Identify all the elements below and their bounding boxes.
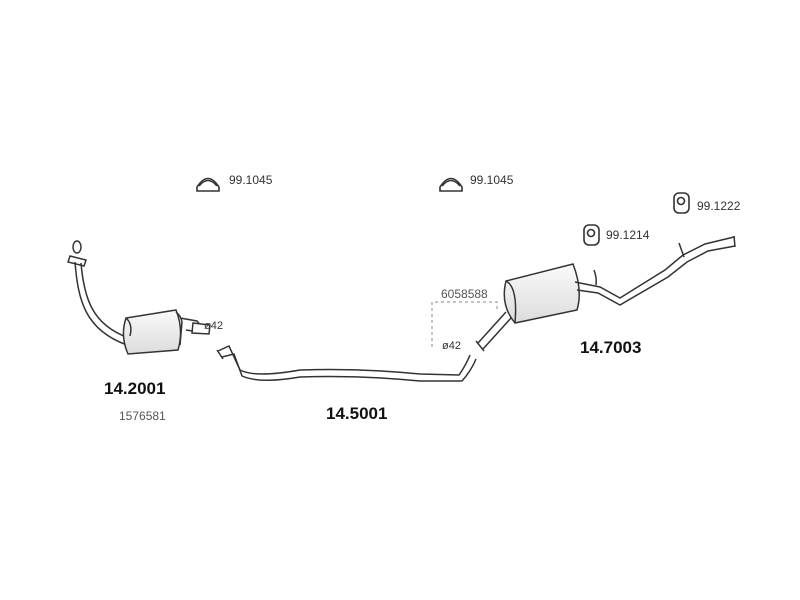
diameter-label: ø42 — [204, 320, 223, 332]
clamp-part-number: 99.1045 — [470, 173, 514, 187]
reference-number: 6058588 — [441, 287, 488, 301]
part-number: 14.2001 — [104, 379, 166, 398]
diameter-label: ø42 — [442, 340, 461, 352]
front-muffler-assembly — [67, 240, 211, 355]
clamp-icon — [439, 177, 463, 192]
reference-number: 1576581 — [119, 409, 166, 423]
rubber-hanger-icon — [583, 224, 600, 246]
clamp-icon — [196, 177, 220, 192]
hanger-part-number: 99.1222 — [697, 199, 741, 213]
clamp-part-number: 99.1045 — [229, 173, 273, 187]
part-number: 14.7003 — [580, 338, 642, 357]
middle-pipe — [216, 345, 477, 382]
rubber-hanger-icon — [673, 192, 690, 214]
reference-bracket — [431, 301, 498, 347]
rear-muffler-assembly — [475, 235, 736, 352]
hanger-part-number: 99.1214 — [606, 228, 650, 242]
part-number: 14.5001 — [326, 404, 388, 423]
